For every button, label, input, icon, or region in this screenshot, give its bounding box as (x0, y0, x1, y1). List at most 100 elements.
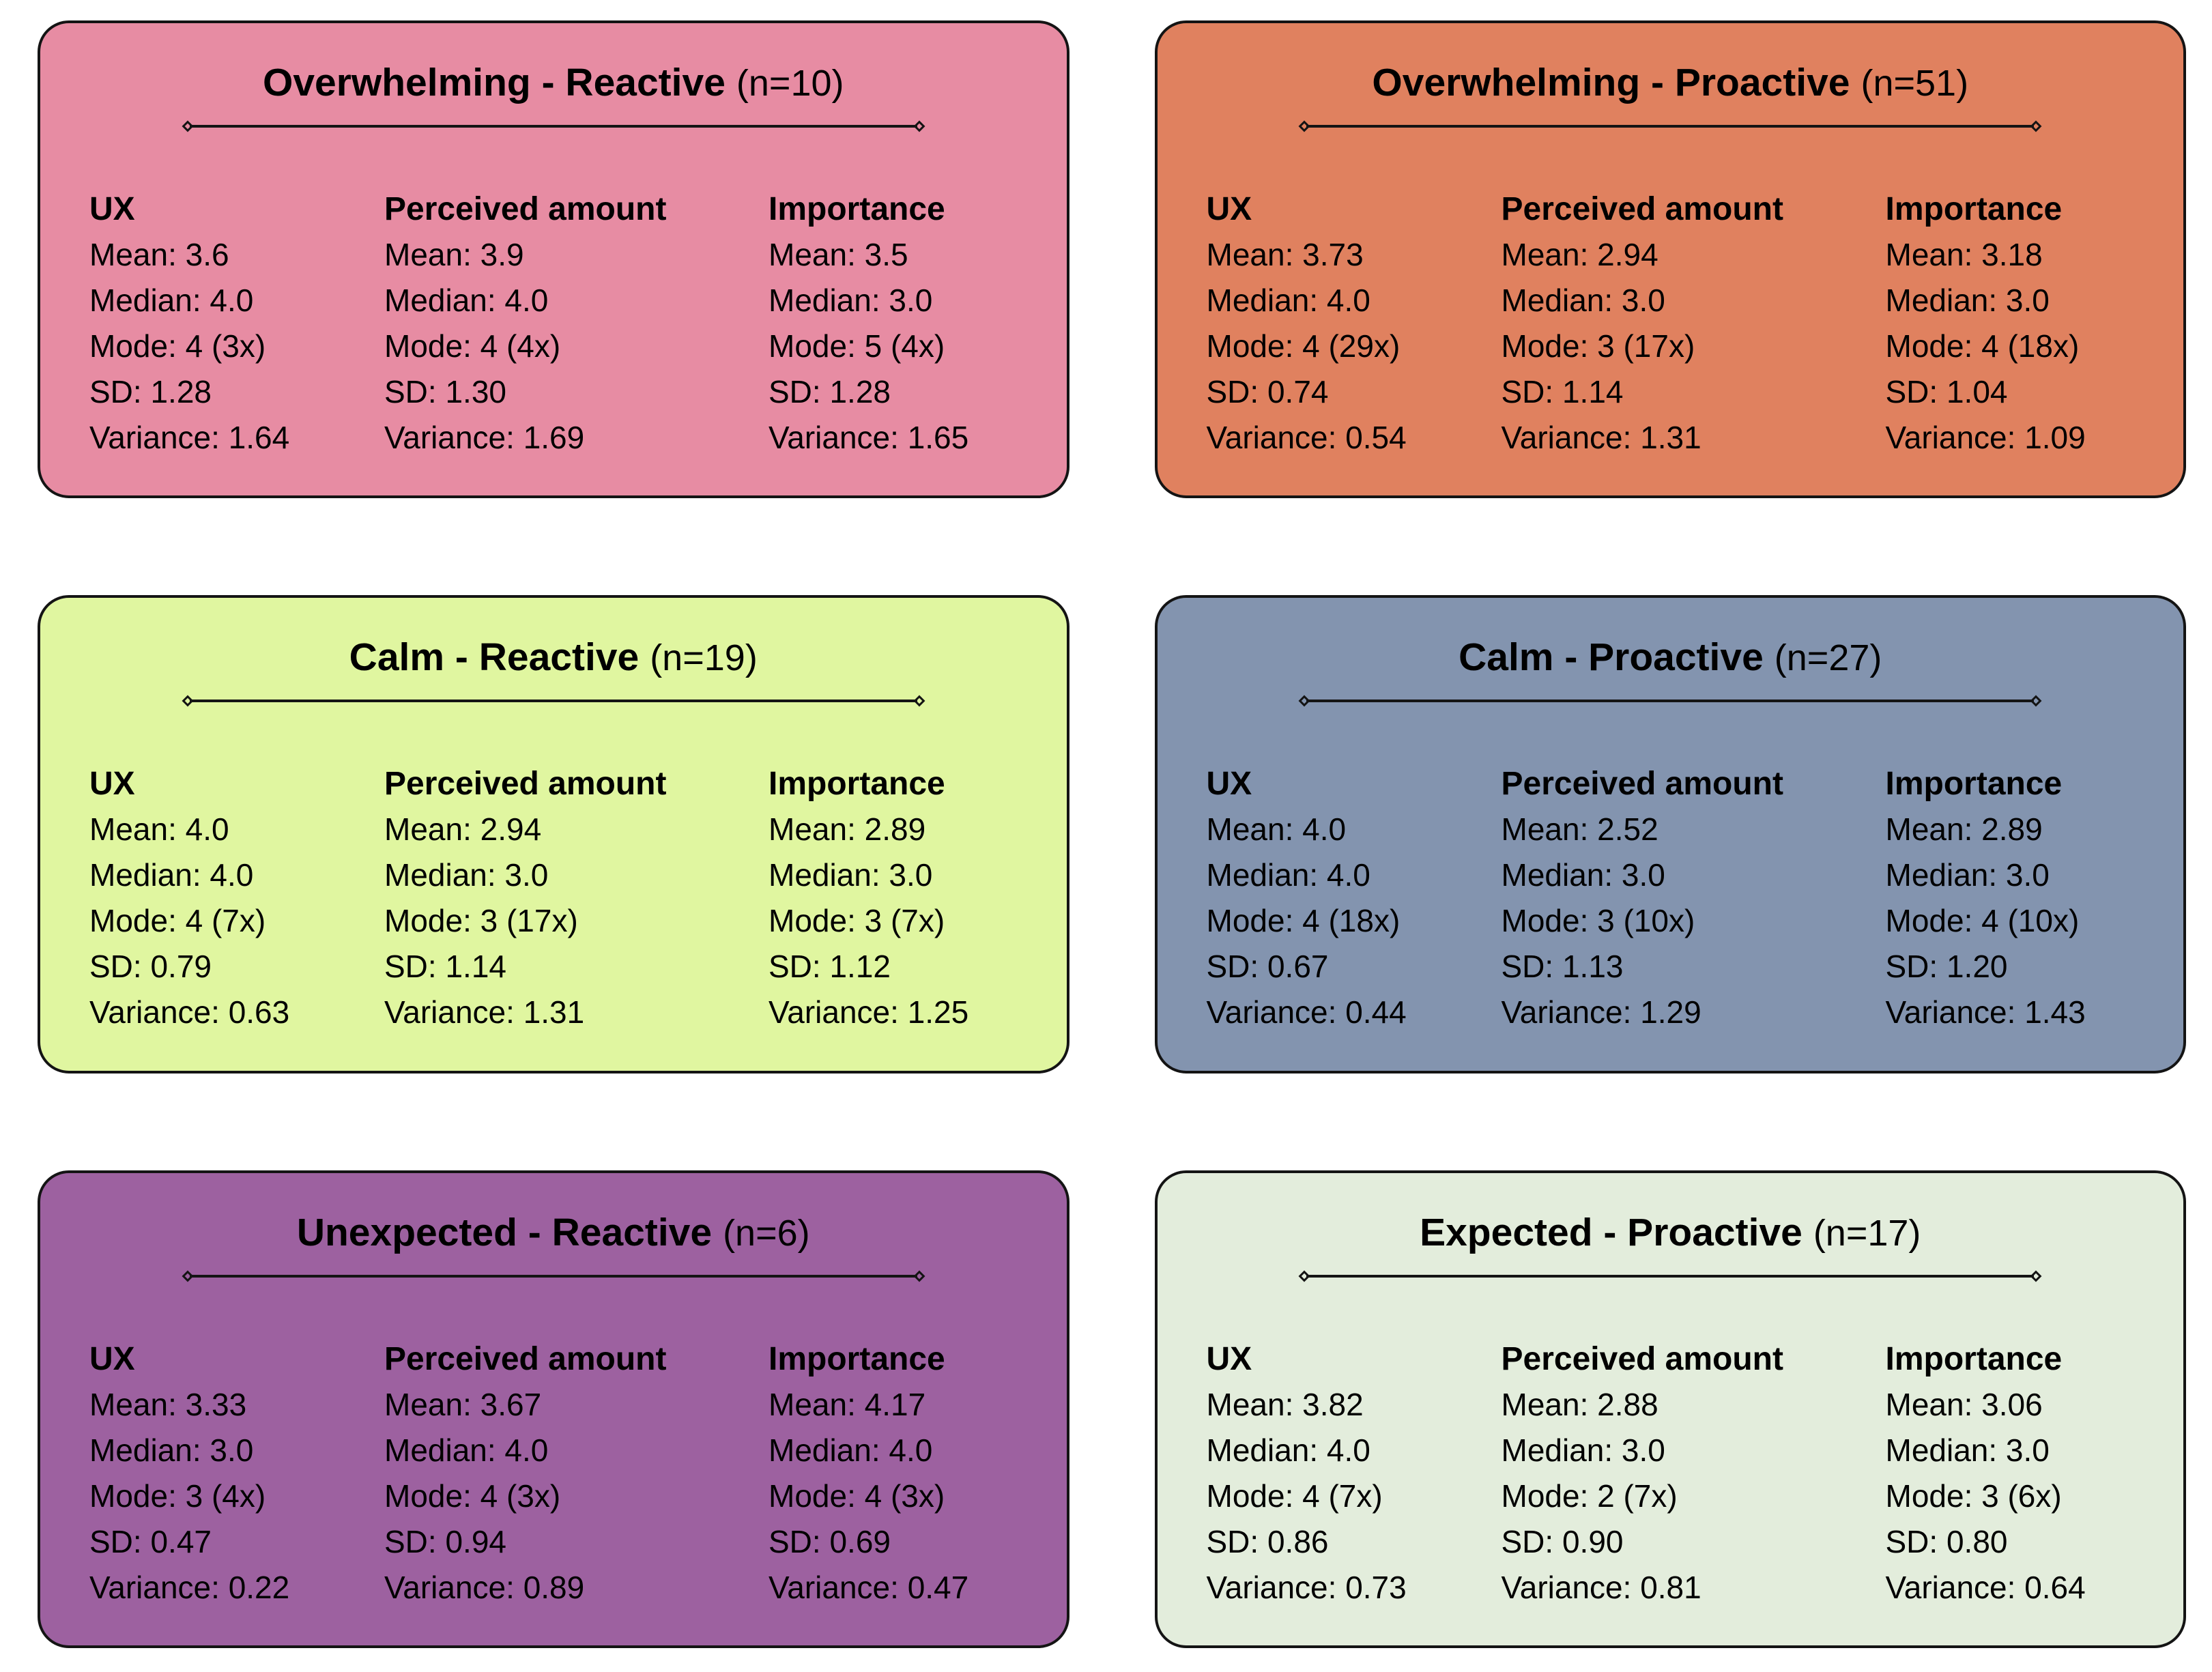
card-title: Expected - Proactive (n=17) (1190, 1210, 2151, 1256)
card-calm-proactive: Calm - Proactive(n=27) UX Mean: 4.0 Medi… (1154, 595, 2186, 1073)
divider (1298, 120, 2042, 132)
card-title: Overwhelming - Reactive(n=10) (73, 60, 1034, 106)
stat-line: Median: 4.0 (89, 857, 254, 893)
stat-line: Median: 3.0 (1501, 1432, 1665, 1468)
stat-line: Mean: 3.33 (89, 1386, 247, 1422)
diamond-endpoint-icon (913, 1270, 925, 1282)
stat-line: SD: 0.74 (1206, 374, 1329, 409)
stat-line: SD: 1.28 (769, 374, 891, 409)
stat-line: Variance: 1.29 (1501, 994, 1701, 1030)
sample-size: (n=6) (723, 1212, 810, 1254)
column-header: Perceived amount (384, 1340, 667, 1377)
stat-line: SD: 1.13 (1501, 949, 1624, 985)
stat-line: SD: 1.14 (1501, 374, 1624, 409)
column-header: UX (1206, 191, 1252, 227)
stats-grid: UX Mean: 4.0 Median: 4.0 Mode: 4 (18x) S… (1207, 761, 2151, 1035)
sample-size: (n=10) (736, 63, 844, 104)
stat-line: Mean: 3.06 (1885, 1386, 2043, 1422)
stat-line: Mean: 2.89 (769, 811, 926, 848)
divider-line (1306, 1274, 2035, 1278)
stat-line: Median: 3.0 (384, 857, 549, 893)
diamond-endpoint-icon (1298, 1270, 1310, 1282)
divider-line (189, 1274, 917, 1278)
stat-line: SD: 1.30 (384, 374, 506, 409)
stat-line: SD: 1.12 (769, 949, 891, 985)
stat-line: Variance: 1.64 (89, 420, 290, 455)
diamond-endpoint-icon (2030, 695, 2042, 707)
stat-column-importance: Importance Mean: 3.06 Median: 3.0 Mode: … (1886, 1336, 2151, 1611)
stat-line: Mode: 4 (29x) (1206, 328, 1401, 364)
divider-line (189, 700, 917, 703)
stat-line: SD: 0.47 (89, 1523, 212, 1559)
divider-line (189, 125, 917, 128)
stat-line: Mode: 4 (18x) (1206, 903, 1401, 939)
stat-line: Variance: 0.89 (384, 1569, 585, 1605)
stat-line: Variance: 1.65 (769, 420, 969, 455)
stat-line: Variance: 1.69 (384, 420, 585, 455)
stat-line: SD: 1.20 (1885, 949, 2008, 985)
stat-line: Median: 4.0 (1206, 1432, 1370, 1468)
stat-line: Mean: 4.17 (769, 1386, 926, 1422)
stat-line: Median: 3.0 (1885, 1432, 2050, 1468)
stat-line: Median: 3.0 (1885, 283, 2050, 318)
stat-line: Variance: 0.81 (1501, 1569, 1701, 1605)
sample-size: (n=51) (1861, 63, 1969, 104)
card-unexpected-reactive: Unexpected - Reactive(n=6) UX Mean: 3.33… (38, 1170, 1069, 1648)
stat-line: Median: 3.0 (1501, 857, 1665, 893)
card-calm-reactive: Calm - Reactive(n=19) UX Mean: 4.0 Media… (38, 595, 1069, 1073)
stat-line: Mode: 4 (3x) (769, 1478, 945, 1514)
stat-line: Mode: 4 (7x) (89, 903, 266, 939)
stat-line: Mean: 3.82 (1206, 1386, 1364, 1422)
stat-column-ux: UX Mean: 3.73 Median: 4.0 Mode: 4 (29x) … (1207, 186, 1502, 461)
column-header: Importance (769, 191, 945, 227)
card-title-text: Expected - Proactive (1420, 1210, 1802, 1254)
stat-line: SD: 1.14 (384, 949, 506, 985)
sample-size: (n=17) (1813, 1212, 1921, 1254)
column-header: UX (89, 766, 135, 803)
stat-line: Variance: 0.73 (1206, 1569, 1407, 1605)
stat-column-importance: Importance Mean: 2.89 Median: 3.0 Mode: … (1886, 761, 2151, 1035)
card-title-text: Unexpected - Reactive (296, 1210, 713, 1254)
column-header: Perceived amount (384, 191, 667, 227)
stat-line: Mode: 3 (17x) (1501, 328, 1695, 364)
stat-line: SD: 0.90 (1501, 1523, 1624, 1559)
column-header: UX (89, 191, 135, 227)
stat-line: Mean: 4.0 (89, 811, 229, 848)
stat-line: Median: 3.0 (769, 283, 933, 318)
stat-line: Mode: 3 (6x) (1885, 1478, 2062, 1514)
stat-line: Median: 4.0 (1206, 283, 1370, 318)
stat-line: Mean: 3.9 (384, 237, 524, 272)
stat-line: Mean: 2.88 (1501, 1386, 1658, 1422)
stat-line: Mean: 2.94 (384, 811, 542, 848)
sample-size: (n=27) (1774, 637, 1882, 679)
card-overwhelming-reactive: Overwhelming - Reactive(n=10) UX Mean: 3… (38, 20, 1069, 499)
card-title: Calm - Proactive(n=27) (1190, 635, 2151, 680)
stat-line: Median: 3.0 (89, 1432, 254, 1468)
stat-line: Mean: 4.0 (1206, 811, 1347, 848)
stat-line: SD: 1.28 (89, 374, 212, 409)
stat-line: Mode: 4 (3x) (384, 1478, 561, 1514)
stats-grid: UX Mean: 3.82 Median: 4.0 Mode: 4 (7x) S… (1207, 1336, 2151, 1611)
column-header: Perceived amount (1501, 766, 1783, 803)
diamond-endpoint-icon (913, 695, 925, 707)
column-header: Importance (1885, 766, 2063, 803)
card-overwhelming-proactive: Overwhelming - Proactive (n=51) UX Mean: … (1154, 20, 2186, 499)
stat-column-perceived-amount: Perceived amount Mean: 2.94 Median: 3.0 … (1502, 186, 1886, 461)
stat-line: SD: 0.79 (89, 949, 212, 985)
stat-line: Median: 4.0 (384, 283, 549, 318)
stat-line: Mode: 3 (17x) (384, 903, 578, 939)
stat-line: SD: 0.67 (1206, 949, 1329, 985)
stat-column-perceived-amount: Perceived amount Mean: 3.67 Median: 4.0 … (384, 1336, 769, 1611)
column-header: Perceived amount (384, 766, 667, 803)
divider (182, 1270, 925, 1282)
column-header: Perceived amount (1501, 1340, 1783, 1377)
stats-grid: UX Mean: 3.73 Median: 4.0 Mode: 4 (29x) … (1207, 186, 2151, 461)
stat-line: Mode: 3 (7x) (769, 903, 945, 939)
card-title-text: Overwhelming - Proactive (1372, 61, 1850, 104)
stat-line: Mode: 4 (7x) (1206, 1478, 1383, 1514)
stat-line: SD: 1.04 (1885, 374, 2008, 409)
column-header: Importance (769, 766, 945, 803)
stat-line: Mean: 3.67 (384, 1386, 542, 1422)
card-title-text: Calm - Proactive (1459, 635, 1764, 680)
